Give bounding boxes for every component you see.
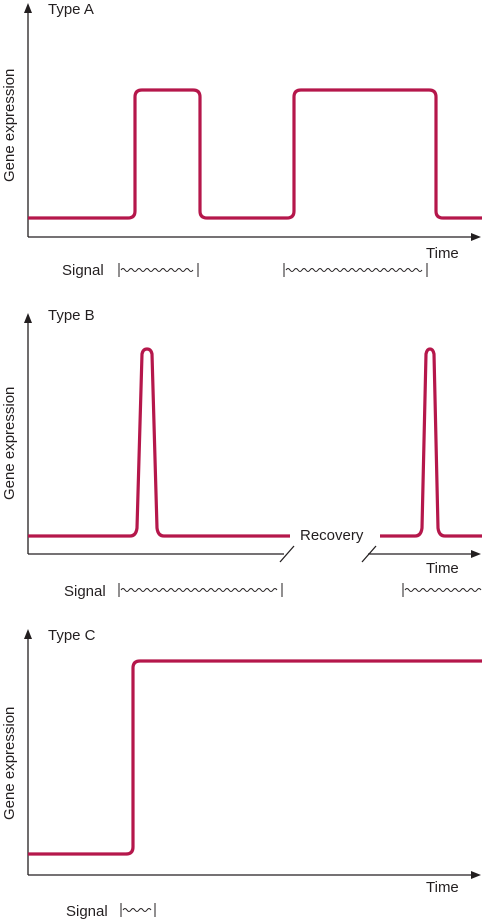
axis-break-mark [361,545,377,563]
panel-title: Type B [48,307,95,324]
panel-title: Type A [48,1,94,18]
signal-wave [120,903,156,917]
panel-type-a: Type A Gene expression Time Signal [1,1,482,279]
expression-trace [28,659,482,856]
x-axis-label: Time [426,245,459,262]
y-axis-label: Gene expression [1,387,18,500]
y-axis-label: Gene expression [1,69,18,182]
x-axis-label: Time [426,879,459,896]
panel-title: Type C [48,627,96,644]
panel-type-c: Type C Gene expression Time Signal [1,627,482,920]
expression-trace [28,347,290,538]
expression-trace [28,88,482,220]
expression-trace [380,347,482,538]
axis-break-mark [279,545,295,563]
y-axis-label: Gene expression [1,707,18,820]
x-axis-label: Time [426,560,459,577]
signal-wave [118,263,199,277]
signal-wave [283,263,428,277]
recovery-label: Recovery [300,527,364,544]
signal-wave [118,583,283,597]
panel-type-b: Type B Gene expression Time Recovery Sig… [1,307,482,600]
signal-label: Signal [62,262,104,279]
signal-wave [402,583,482,597]
signal-label: Signal [66,903,108,920]
signal-label: Signal [64,583,106,600]
